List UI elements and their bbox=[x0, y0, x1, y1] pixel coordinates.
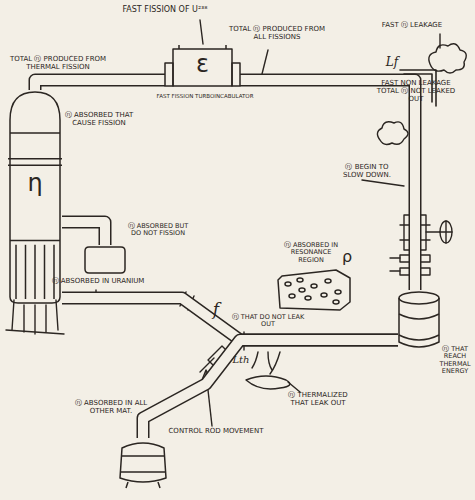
annotation: ⓝ THAT DO NOT LEAK OUT bbox=[226, 314, 310, 329]
leader-line bbox=[262, 50, 268, 74]
factor-symbol: f bbox=[206, 300, 226, 319]
node-label: ε bbox=[185, 51, 220, 78]
vessel-legs bbox=[6, 300, 64, 334]
absorber-tank: ⓝ ABSORBED BUT DO NOT FISSION bbox=[85, 245, 125, 273]
drum-outline bbox=[398, 290, 440, 350]
pipe-wall bbox=[62, 222, 105, 245]
annotation: CONTROL ROD MOVEMENT bbox=[160, 428, 272, 436]
node-label: ρ bbox=[340, 248, 354, 266]
pipe-bore bbox=[35, 80, 165, 90]
pipe-bore bbox=[62, 222, 105, 245]
pipe-connector bbox=[62, 222, 105, 245]
reactor-vessel: ⓝ ABSORBED THAT CAUSE FISSIONη bbox=[8, 90, 62, 305]
node-label: ⓝ ABSORBED BUT DO NOT FISSION bbox=[127, 223, 189, 238]
node-label: η bbox=[22, 170, 48, 197]
factor-symbol: Lth bbox=[226, 354, 256, 365]
bottomtank-outline bbox=[118, 438, 168, 488]
annotation: TOTAL ⓝ PRODUCED FROM THERMAL FISSION bbox=[2, 56, 114, 72]
annotation: ⓝ THERMALIZED THAT LEAK OUT bbox=[282, 392, 354, 408]
annotation: FAST ⓝ LEAKAGE bbox=[372, 22, 452, 30]
fast-fission-box: ε bbox=[165, 45, 240, 90]
factor-symbol: Lf bbox=[380, 56, 404, 69]
resonance-sponge: ⓝ ABSORBED IN RESONANCE REGIONρ bbox=[278, 268, 350, 310]
annotation: FAST FISSION TURBOINCABULATOR bbox=[150, 93, 260, 99]
leader-line bbox=[200, 20, 203, 44]
pipe-bore bbox=[240, 80, 415, 290]
node-label: ⓝ ABSORBED IN ALL OTHER MAT. bbox=[66, 400, 156, 416]
pipe-wall bbox=[35, 80, 165, 90]
annotation: FAST FISSION OF U²³⁸ bbox=[95, 6, 235, 15]
annotation: ⓝ ABSORBED IN URANIUM bbox=[48, 278, 148, 286]
pipe-wall bbox=[143, 340, 398, 438]
leader-line bbox=[439, 34, 440, 48]
node-label: ⓝ THAT REACH THERMAL ENERGY bbox=[436, 346, 474, 375]
pipe-connector bbox=[240, 80, 415, 290]
annotation: FAST NON LEAKAGE TOTAL ⓝ NOT LEAKED OUT bbox=[376, 80, 456, 103]
thermal-drum: ⓝ THAT REACH THERMAL ENERGY bbox=[398, 290, 440, 350]
other-absorber-tank: ⓝ ABSORBED IN ALL OTHER MAT. bbox=[118, 438, 168, 488]
sponge-outline bbox=[278, 268, 350, 310]
node-heading: ⓝ ABSORBED IN RESONANCE REGION bbox=[280, 242, 342, 264]
annotation: TOTAL ⓝ PRODUCED FROM ALL FISSIONS bbox=[222, 26, 332, 42]
annotation: ⓝ BEGIN TO SLOW DOWN. bbox=[336, 164, 398, 180]
leader-line bbox=[362, 180, 404, 186]
pipe-bore bbox=[143, 340, 398, 438]
pipe-connector bbox=[35, 80, 165, 90]
pipe-wall bbox=[240, 80, 415, 290]
leakage-cloud bbox=[377, 122, 408, 145]
leak-drips bbox=[246, 352, 300, 392]
leakage-cloud bbox=[429, 44, 466, 73]
tank-outline bbox=[85, 245, 125, 273]
node-heading: ⓝ ABSORBED THAT CAUSE FISSION bbox=[64, 112, 134, 128]
valve-symbol bbox=[400, 215, 452, 250]
vessel-outline bbox=[8, 90, 62, 305]
pipe-connector bbox=[143, 340, 398, 438]
